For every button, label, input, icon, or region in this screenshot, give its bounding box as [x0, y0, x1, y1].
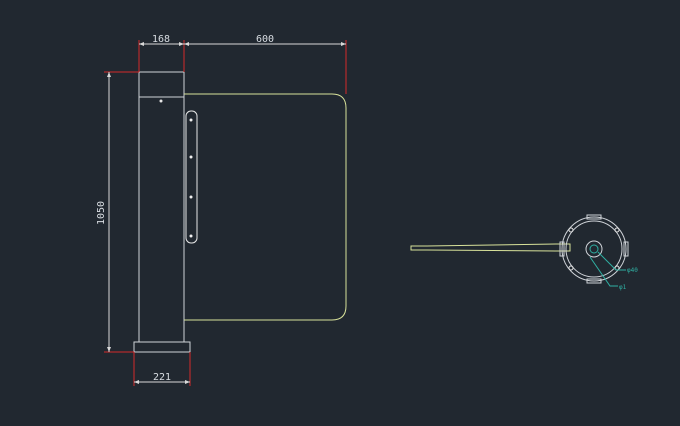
hinge-bolt	[189, 155, 193, 159]
plan-mount-lug	[586, 278, 602, 284]
dimension-arrow	[341, 42, 346, 46]
plan-mount-lug	[623, 241, 629, 257]
dimension-arrow	[134, 380, 139, 384]
leader-label-a: φ40	[627, 267, 638, 274]
dimension-text-gate-length: 600	[256, 34, 274, 45]
plan-shaft-outer	[585, 240, 603, 258]
plan-bolt-hole	[568, 227, 574, 233]
gate-hinge-bracket	[185, 110, 198, 244]
plan-shaft-inner	[589, 244, 599, 254]
plan-mount-lug	[586, 214, 602, 220]
plan-view: φ40 φ1	[410, 214, 638, 291]
dimension-text-post-width: 168	[152, 34, 170, 45]
dimension-height: 1050	[96, 71, 139, 353]
plan-housing-outer	[561, 216, 627, 282]
plan-gate-arm	[410, 243, 571, 252]
dimension-arrow	[107, 347, 111, 352]
dimension-arrow	[184, 42, 189, 46]
dimension-text-base-width: 221	[153, 372, 171, 383]
dimension-arrow	[179, 42, 184, 46]
post-base	[133, 341, 191, 353]
dimension-post-width: 168	[138, 34, 185, 72]
gate-panel-outline	[184, 93, 347, 321]
dimension-arrow	[139, 42, 144, 46]
post-body	[138, 71, 185, 343]
dimension-arrow	[185, 380, 190, 384]
hinge-bolt	[189, 118, 193, 122]
leader-line-b	[589, 256, 618, 287]
plan-bolt-hole	[614, 227, 620, 233]
plan-bolt-hole	[568, 265, 574, 271]
leader-label-b: φ1	[619, 284, 627, 291]
post-indicator-dot	[159, 99, 163, 103]
hinge-bolt	[189, 195, 193, 199]
plan-mount-lug	[559, 241, 565, 257]
hinge-bolt	[189, 234, 193, 238]
dimension-gate-length: 600	[184, 34, 347, 94]
dimension-base-width: 221	[133, 352, 191, 386]
turnstile-post	[133, 71, 191, 353]
plan-housing-inner	[565, 220, 623, 278]
gate-panel	[184, 93, 347, 321]
dimension-arrow	[107, 72, 111, 77]
leader-line-a	[597, 251, 626, 271]
dimension-text-height: 1050	[96, 201, 107, 225]
